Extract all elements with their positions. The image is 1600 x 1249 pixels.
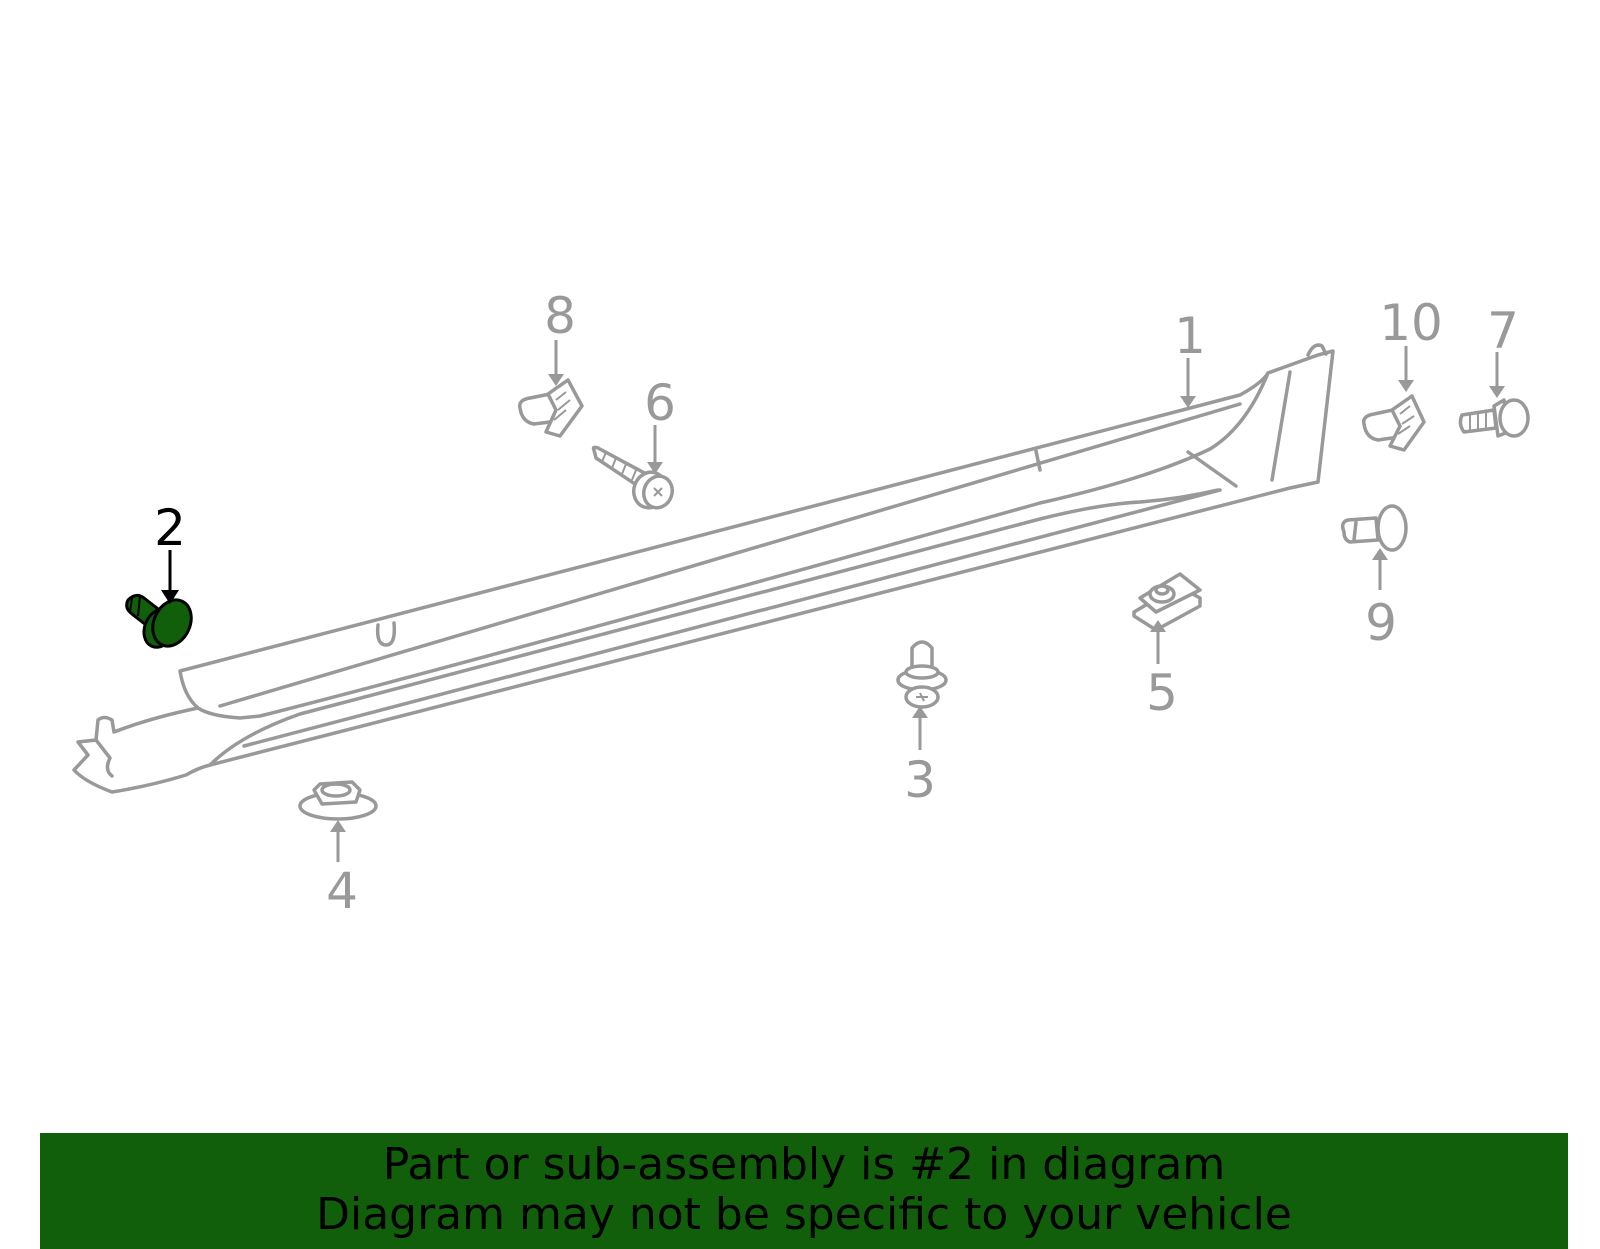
- callout-9: 9: [1365, 594, 1397, 652]
- callout-10: 10: [1379, 294, 1443, 352]
- info-banner: Part or sub-assembly is #2 in diagram Di…: [40, 1133, 1568, 1249]
- callout-3: 3: [904, 751, 936, 809]
- part-6-screw[interactable]: [591, 445, 677, 512]
- callout-6: 6: [644, 374, 676, 432]
- part-1-rocker-moulding[interactable]: [72, 343, 1335, 794]
- callout-arrows: [161, 340, 1505, 862]
- callout-8: 8: [544, 287, 576, 345]
- callout-7: 7: [1487, 302, 1519, 360]
- part-10-clip[interactable]: [1361, 394, 1426, 452]
- part-8-clip[interactable]: [517, 378, 584, 438]
- callout-5: 5: [1146, 664, 1178, 722]
- part-7-bolt[interactable]: [1458, 398, 1530, 438]
- banner-line-1: Part or sub-assembly is #2 in diagram: [382, 1139, 1226, 1190]
- part-3-grommet[interactable]: [896, 640, 948, 709]
- callout-2: 2: [154, 499, 186, 557]
- callout-1: 1: [1174, 307, 1206, 365]
- banner-line-2: Diagram may not be specific to your vehi…: [316, 1189, 1292, 1240]
- callout-4: 4: [326, 862, 358, 920]
- part-5-u-nut[interactable]: [1132, 572, 1202, 632]
- part-9-push-rivet[interactable]: [1340, 504, 1408, 552]
- part-2-push-clip[interactable]: [125, 593, 199, 653]
- part-4-flange-nut[interactable]: [298, 780, 378, 821]
